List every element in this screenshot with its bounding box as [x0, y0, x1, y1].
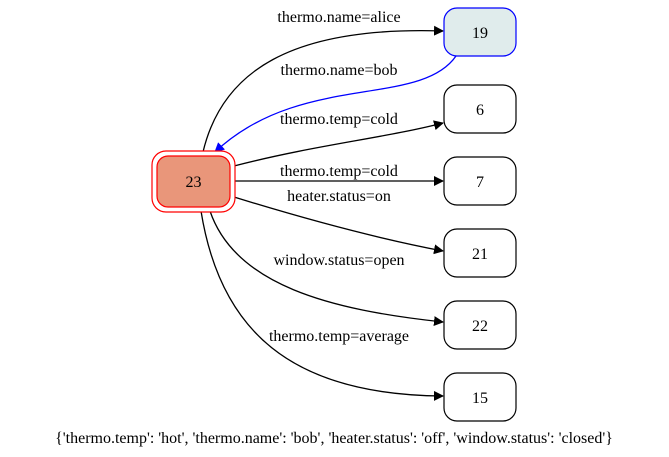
edge-label-23-to-19: thermo.name=alice [277, 9, 400, 26]
node-19-label: 19 [472, 25, 488, 42]
edge-label-23-to-15: thermo.temp=average [269, 328, 409, 345]
edge-label-23-to-6: thermo.temp=cold [280, 111, 398, 128]
edge-label-23-to-21: heater.status=on [287, 188, 391, 205]
node-23[interactable]: 23 [151, 150, 236, 213]
node-15-label: 15 [472, 390, 488, 407]
node-15-box [443, 372, 517, 422]
edge-23-to-19 [202, 25, 444, 153]
edge-19-to-23 [214, 55, 457, 153]
node-6-label: 6 [476, 102, 484, 119]
node-23-label: 23 [186, 174, 202, 191]
edge-label-23-to-7: thermo.temp=cold [280, 163, 398, 180]
edge-23-to-6 [233, 120, 444, 167]
edge-label-23-to-22: window.status=open [273, 252, 404, 269]
node-22-label: 22 [472, 318, 488, 335]
edge-label-19-to-23: thermo.name=bob [281, 62, 398, 79]
node-23-box [156, 155, 231, 208]
node-7-box [443, 156, 517, 206]
node-21[interactable]: 21 [443, 228, 517, 278]
edge-23-to-21 [233, 196, 444, 255]
node-7[interactable]: 7 [443, 156, 517, 206]
edge-23-to-15 [200, 210, 444, 401]
node-21-box [443, 228, 517, 278]
edges [200, 25, 457, 401]
node-6-box [443, 84, 517, 134]
node-15[interactable]: 15 [443, 372, 517, 422]
node-19[interactable]: 19 [443, 7, 517, 57]
node-6[interactable]: 6 [443, 84, 517, 134]
edge-23-to-22 [209, 210, 444, 327]
node-7-label: 7 [476, 174, 484, 191]
node-19-box [443, 7, 517, 57]
node-22-box [443, 300, 517, 350]
node-21-label: 21 [472, 246, 488, 263]
node-22[interactable]: 22 [443, 300, 517, 350]
graph-caption: {'thermo.temp': 'hot', 'thermo.name': 'b… [55, 430, 613, 447]
edge-labels: thermo.name=alice thermo.name=bob thermo… [269, 9, 409, 345]
nodes: 23 19 6 7 21 22 [151, 7, 517, 422]
